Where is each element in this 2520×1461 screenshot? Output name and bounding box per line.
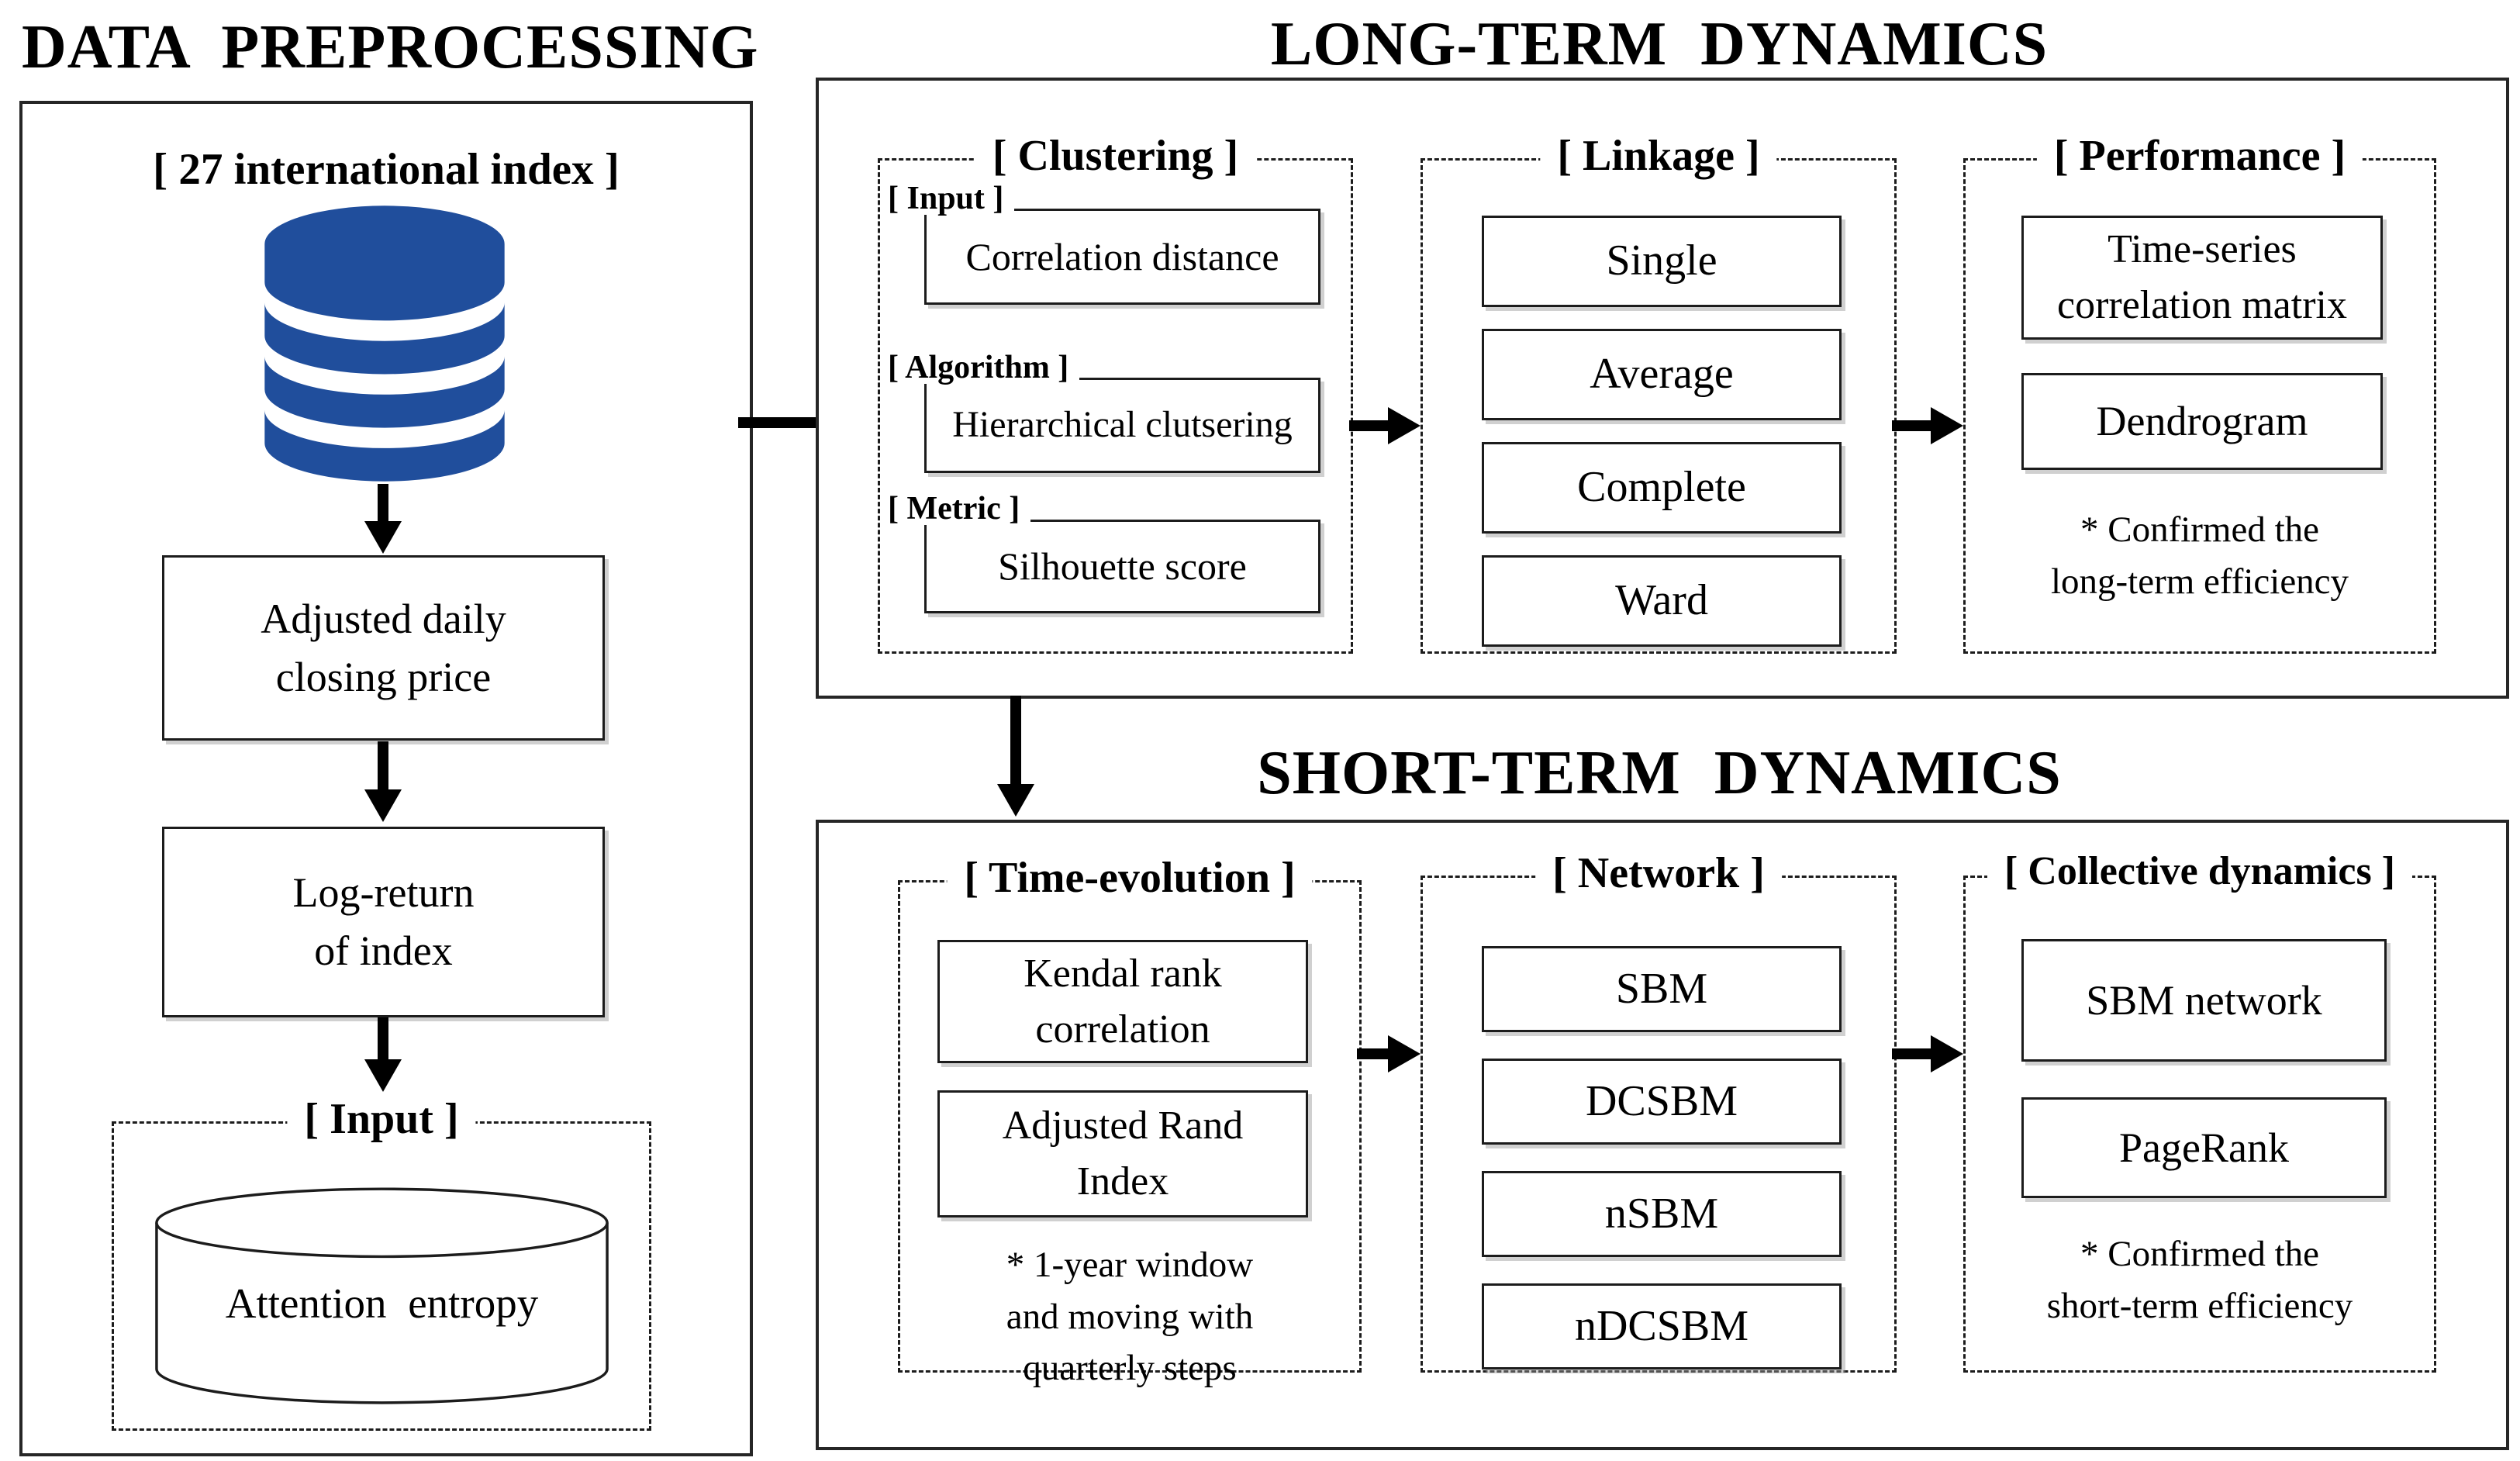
correlation-distance-box: Correlation distance xyxy=(924,209,1320,305)
network-item-label: SBM xyxy=(1615,964,1708,1013)
linkage-item-label: Complete xyxy=(1577,463,1746,512)
input-group: [ Input ] Attention entropy xyxy=(112,1094,651,1431)
algorithm-tag: [ Algorithm ] xyxy=(888,351,1080,384)
flow-arrow-adjusted-to-logreturn xyxy=(364,741,402,822)
linkage-item-complete: Complete xyxy=(1482,442,1842,534)
arrow-shaft xyxy=(378,484,388,521)
log-return-label: Log-return of index xyxy=(292,869,475,974)
short-term-panel: [ Time-evolution ] Kendal rank correlati… xyxy=(816,820,2509,1450)
network-item-dcsbm: DCSBM xyxy=(1482,1059,1842,1145)
long-term-panel: [ Clustering ] [ Input ] Correlation dis… xyxy=(816,78,2509,699)
arrow-shaft xyxy=(1357,1048,1388,1059)
dendrogram-label: Dendrogram xyxy=(2096,398,2308,445)
network-item-nsbm: nSBM xyxy=(1482,1171,1842,1257)
flow-arrow-db-to-adjusted xyxy=(364,484,402,554)
linkage-item-ward: Ward xyxy=(1482,555,1842,647)
flow-arrow-linkage-to-performance xyxy=(1892,407,1963,444)
performance-group-label: [ Performance ] xyxy=(2036,131,2363,181)
kendall-rank-label: Kendal rank correlation xyxy=(1024,951,1222,1052)
network-group: [ Network ] SBM DCSBM nSBM nDCSBM xyxy=(1421,848,1897,1373)
linkage-item-label: Ward xyxy=(1615,576,1708,625)
linkage-group-label: [ Linkage ] xyxy=(1540,131,1777,181)
network-group-label: [ Network ] xyxy=(1535,848,1782,898)
flow-arrow-timeevolution-to-network xyxy=(1357,1035,1421,1072)
correlation-distance-label: Correlation distance xyxy=(965,234,1279,278)
pagerank-box: PageRank xyxy=(2021,1097,2387,1198)
log-return-box: Log-return of index xyxy=(162,827,605,1017)
linkage-item-label: Average xyxy=(1590,350,1734,399)
arrow-head-icon xyxy=(364,1059,402,1092)
network-item-sbm: SBM xyxy=(1482,946,1842,1032)
flow-arrow-longterm-to-shortterm xyxy=(997,696,1034,817)
adjusted-price-label: Adjusted daily closing price xyxy=(261,595,506,700)
arrow-shaft xyxy=(1892,420,1931,431)
long-term-title: LONG-TERM DYNAMICS xyxy=(1270,10,2049,78)
sbm-network-label: SBM network xyxy=(2086,976,2322,1024)
adjusted-rand-label: Adjusted Rand Index xyxy=(1002,1104,1244,1204)
collective-dynamics-group-label: [ Collective dynamics ] xyxy=(1987,848,2413,894)
window-note: * 1-year window and moving with quarterl… xyxy=(1006,1245,1254,1389)
attention-entropy-cylinder xyxy=(155,1187,609,1404)
arrow-shaft xyxy=(1892,1048,1931,1059)
silhouette-score-label: Silhouette score xyxy=(998,544,1247,588)
arrow-shaft xyxy=(378,1017,388,1059)
arrow-head-icon xyxy=(1388,1035,1421,1072)
metric-tag: [ Metric ] xyxy=(888,492,1031,525)
kendall-rank-box: Kendal rank correlation xyxy=(937,940,1308,1063)
sbm-network-box: SBM network xyxy=(2021,939,2387,1062)
flow-arrow-network-to-collective xyxy=(1892,1035,1963,1072)
flow-arrow-clustering-to-linkage xyxy=(1349,407,1421,444)
network-item-label: DCSBM xyxy=(1585,1076,1738,1125)
collective-dynamics-group: [ Collective dynamics ] SBM network Page… xyxy=(1963,848,2436,1373)
input-tag: [ Input ] xyxy=(888,182,1015,215)
linkage-item-single: Single xyxy=(1482,216,1842,307)
network-item-ndcsbm: nDCSBM xyxy=(1482,1283,1842,1369)
network-item-label: nSBM xyxy=(1604,1189,1719,1238)
arrow-head-icon xyxy=(1931,407,1963,444)
silhouette-score-box: Silhouette score xyxy=(924,520,1320,613)
linkage-item-label: Single xyxy=(1606,237,1717,285)
dendrogram-box: Dendrogram xyxy=(2021,373,2383,470)
clustering-group: [ Clustering ] [ Input ] Correlation dis… xyxy=(878,131,1353,654)
input-group-label: [ Input ] xyxy=(287,1094,476,1144)
short-term-title: SHORT-TERM DYNAMICS xyxy=(1257,739,2062,807)
hierarchical-clustering-label: Hierarchical clutsering xyxy=(952,404,1293,446)
pagerank-label: PageRank xyxy=(2119,1124,2289,1171)
attention-entropy-label: Attention entropy xyxy=(225,1280,539,1327)
arrow-shaft xyxy=(378,741,388,789)
preprocessing-panel: [ 27 international index ] Adjusted dail… xyxy=(19,101,753,1456)
network-item-label: nDCSBM xyxy=(1574,1301,1749,1350)
index-count-label: [ 27 international index ] xyxy=(153,145,620,194)
timeseries-matrix-label: Time-series correlation matrix xyxy=(2057,227,2347,327)
hierarchical-clustering-box: Hierarchical clutsering xyxy=(924,378,1320,473)
short-term-note: * Confirmed the short-term efficiency xyxy=(2046,1234,2353,1326)
time-evolution-group: [ Time-evolution ] Kendal rank correlati… xyxy=(898,853,1362,1388)
time-evolution-group-label: [ Time-evolution ] xyxy=(947,853,1313,903)
adjusted-price-box: Adjusted daily closing price xyxy=(162,555,605,741)
adjusted-rand-box: Adjusted Rand Index xyxy=(937,1090,1308,1218)
arrow-head-icon xyxy=(1931,1035,1963,1072)
arrow-head-icon xyxy=(997,784,1034,817)
database-icon xyxy=(264,206,505,482)
preprocessing-title: DATA PREPROCESSING xyxy=(22,13,759,81)
linkage-item-average: Average xyxy=(1482,329,1842,420)
flow-arrow-logreturn-to-input xyxy=(364,1017,402,1092)
long-term-note: * Confirmed the long-term efficiency xyxy=(2050,509,2349,602)
arrow-head-icon xyxy=(1388,407,1421,444)
timeseries-matrix-box: Time-series correlation matrix xyxy=(2021,216,2383,340)
arrow-shaft xyxy=(1010,696,1021,784)
performance-group: [ Performance ] Time-series correlation … xyxy=(1963,131,2436,654)
arrow-shaft xyxy=(1349,420,1388,431)
arrow-head-icon xyxy=(364,789,402,822)
linkage-group: [ Linkage ] Single Average Complete Ward xyxy=(1421,131,1897,654)
clustering-group-label: [ Clustering ] xyxy=(975,131,1256,181)
arrow-head-icon xyxy=(364,521,402,554)
